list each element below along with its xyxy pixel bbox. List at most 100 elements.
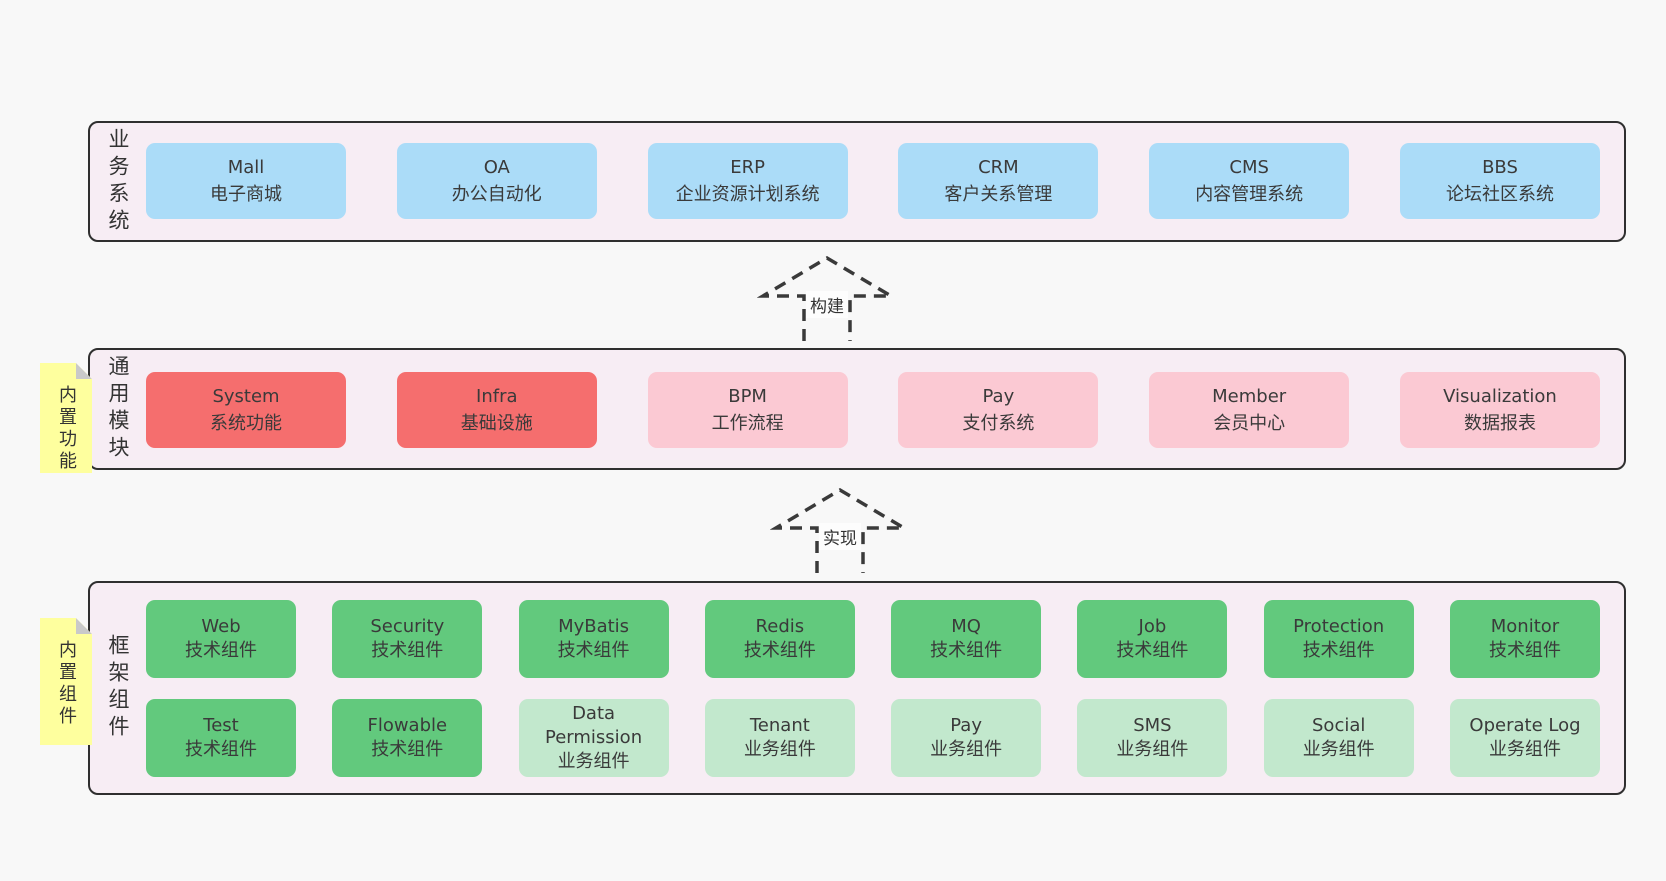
layer-label-framework: 框架组件 xyxy=(106,634,130,742)
box-title: Flowable xyxy=(367,714,448,736)
modules-box-row: System 系统功能 Infra 基础设施 BPM 工作流程 Pay 支付系统… xyxy=(146,372,1600,448)
box-title: Tenant xyxy=(749,714,810,736)
box-sms: SMS 业务组件 xyxy=(1077,699,1228,777)
box-subtitle: 技术组件 xyxy=(743,640,816,661)
box-subtitle: 技术组件 xyxy=(185,739,257,760)
box-protection: Protection 技术组件 xyxy=(1263,600,1414,678)
box-web: Web 技术组件 xyxy=(146,600,296,678)
box-title: CMS xyxy=(1229,157,1269,178)
box-subtitle: 基础设施 xyxy=(460,413,533,434)
sticky-built-in-components: 内置组件 xyxy=(40,618,92,745)
box-subtitle: 技术组件 xyxy=(557,640,630,661)
box-subtitle: 技术组件 xyxy=(185,640,257,661)
box-social: Social 业务组件 xyxy=(1263,699,1414,777)
layer-label-business: 业务系统 xyxy=(106,127,130,236)
box-subtitle: 工作流程 xyxy=(711,413,784,434)
box-subtitle: 业务组件 xyxy=(1116,739,1189,760)
box-subtitle: 技术组件 xyxy=(1116,640,1189,661)
box-erp: ERP 企业资源计划系统 xyxy=(647,143,848,219)
box-subtitle: 办公自动化 xyxy=(451,184,542,205)
box-subtitle: 系统功能 xyxy=(210,413,282,434)
box-title: SMS xyxy=(1133,714,1172,736)
box-title: Pay xyxy=(950,714,982,736)
box-title: Job xyxy=(1138,615,1167,637)
box-title: Web xyxy=(201,615,241,637)
box-redis: Redis 技术组件 xyxy=(704,600,855,678)
box-title: Pay xyxy=(982,386,1015,407)
sticky-label: 内置组件 xyxy=(56,640,77,728)
framework-row-2: Test 技术组件 Flowable 技术组件 Data Permission … xyxy=(146,699,1600,777)
box-subtitle: 技术组件 xyxy=(371,640,444,661)
box-title: Mall xyxy=(227,157,265,178)
up-arrow-dashed-icon xyxy=(770,487,910,573)
box-bbs: BBS 论坛社区系统 xyxy=(1399,143,1600,219)
box-title: Monitor xyxy=(1490,615,1560,637)
box-security: Security 技术组件 xyxy=(332,600,483,678)
framework-box-rows: Web 技术组件 Security 技术组件 MyBatis 技术组件 Redi… xyxy=(146,600,1600,777)
box-title: BPM xyxy=(728,386,767,407)
box-subtitle: 技术组件 xyxy=(1488,640,1561,661)
box-system: System 系统功能 xyxy=(146,372,346,448)
business-box-row: Mall 电子商城 OA 办公自动化 ERP 企业资源计划系统 CRM 客户关系… xyxy=(146,143,1600,219)
box-data-permission: Data Permission 业务组件 xyxy=(518,699,669,777)
box-subtitle: 支付系统 xyxy=(962,413,1035,434)
box-pay-system: Pay 支付系统 xyxy=(898,372,1099,448)
box-title: Security xyxy=(370,615,445,637)
box-subtitle: 业务组件 xyxy=(930,739,1003,760)
box-crm: CRM 客户关系管理 xyxy=(898,143,1099,219)
box-job: Job 技术组件 xyxy=(1077,600,1228,678)
box-mybatis: MyBatis 技术组件 xyxy=(518,600,669,678)
box-subtitle: 论坛社区系统 xyxy=(1445,184,1554,205)
box-subtitle: 技术组件 xyxy=(371,739,444,760)
box-title: ERP xyxy=(730,157,765,178)
box-subtitle: 会员中心 xyxy=(1213,413,1286,434)
up-arrow-dashed-icon xyxy=(757,255,897,341)
box-tenant: Tenant 业务组件 xyxy=(704,699,855,777)
box-flowable: Flowable 技术组件 xyxy=(332,699,483,777)
box-subtitle: 技术组件 xyxy=(930,640,1003,661)
box-title: Social xyxy=(1312,714,1366,736)
box-test: Test 技术组件 xyxy=(146,699,296,777)
box-subtitle: 业务组件 xyxy=(557,751,630,773)
box-title: OA xyxy=(483,157,510,178)
box-visualization: Visualization 数据报表 xyxy=(1399,372,1600,448)
arrow-build-label: 构建 xyxy=(806,291,848,318)
box-subtitle: 业务组件 xyxy=(743,739,816,760)
layer-business-systems: 业务系统 Mall 电子商城 OA 办公自动化 ERP 企业资源计划系统 CRM… xyxy=(88,121,1626,242)
sticky-built-in-features: 内置功能 xyxy=(40,363,92,473)
box-title: Operate Log xyxy=(1469,714,1581,736)
box-mall: Mall 电子商城 xyxy=(146,143,346,219)
box-title: Redis xyxy=(755,615,805,637)
box-title: System xyxy=(212,386,280,407)
arrow-implement-label: 实现 xyxy=(819,523,861,550)
layer-common-modules: 通用模块 System 系统功能 Infra 基础设施 BPM 工作流程 Pay… xyxy=(88,348,1626,470)
box-subtitle: 业务组件 xyxy=(1302,739,1375,760)
box-monitor: Monitor 技术组件 xyxy=(1449,600,1600,678)
framework-row-1: Web 技术组件 Security 技术组件 MyBatis 技术组件 Redi… xyxy=(146,600,1600,678)
box-subtitle: 业务组件 xyxy=(1488,739,1561,760)
box-cms: CMS 内容管理系统 xyxy=(1149,143,1350,219)
box-pay-component: Pay 业务组件 xyxy=(891,699,1042,777)
box-title: Member xyxy=(1212,386,1287,407)
box-title: MyBatis xyxy=(558,615,630,637)
box-oa: OA 办公自动化 xyxy=(396,143,597,219)
layer-framework-components: 框架组件 Web 技术组件 Security 技术组件 MyBatis 技术组件… xyxy=(88,581,1626,795)
box-title: Infra xyxy=(476,386,518,407)
sticky-label: 内置功能 xyxy=(56,385,77,473)
box-title: Test xyxy=(203,714,239,736)
box-operate-log: Operate Log 业务组件 xyxy=(1449,699,1600,777)
box-bpm: BPM 工作流程 xyxy=(647,372,848,448)
box-title: Visualization xyxy=(1443,386,1557,407)
box-subtitle: 企业资源计划系统 xyxy=(675,184,820,205)
box-title: BBS xyxy=(1482,157,1518,178)
box-mq: MQ 技术组件 xyxy=(891,600,1042,678)
box-subtitle: 客户关系管理 xyxy=(944,184,1053,205)
box-subtitle: 数据报表 xyxy=(1463,413,1536,434)
arrow-build: 构建 xyxy=(757,255,897,341)
box-title: Data Permission xyxy=(545,702,643,748)
box-title: CRM xyxy=(978,157,1019,178)
box-subtitle: 电子商城 xyxy=(210,184,282,205)
layer-label-modules: 通用模块 xyxy=(106,355,130,463)
box-title: Protection xyxy=(1293,615,1385,637)
